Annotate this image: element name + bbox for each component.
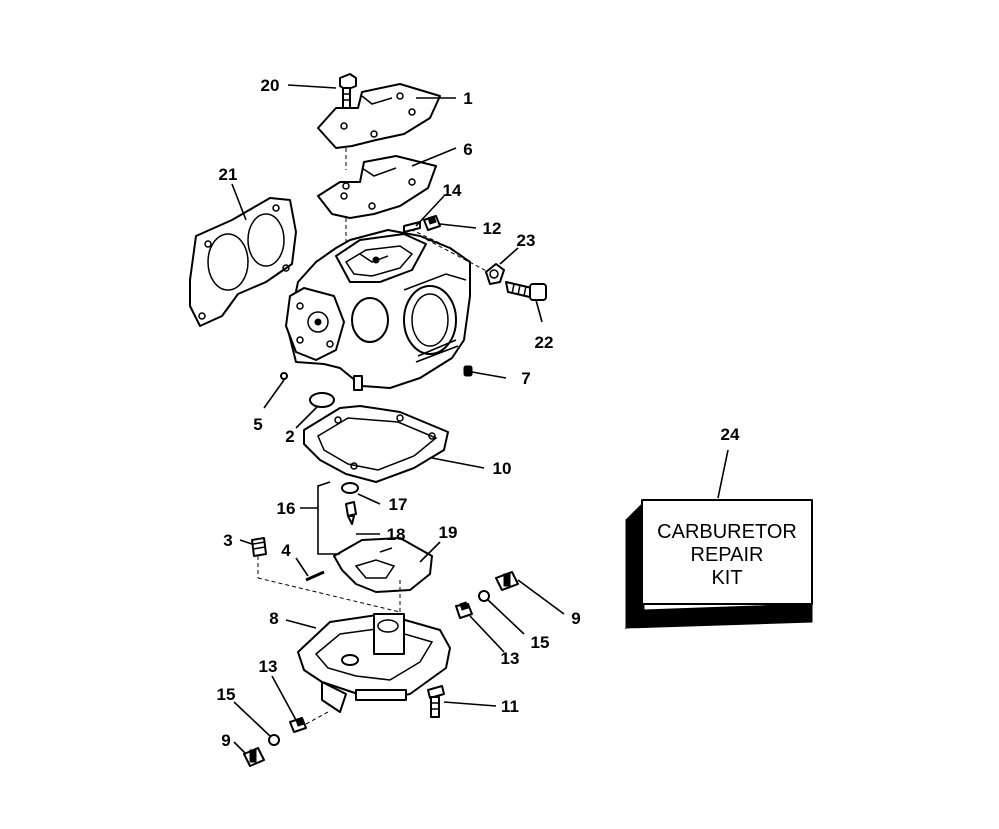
part-2-disc — [309, 392, 335, 408]
part-12-jet — [423, 215, 441, 231]
part-21-flange-gasket — [189, 197, 297, 327]
callout-16: 16 — [277, 499, 296, 518]
callout-17: 17 — [389, 495, 408, 514]
callout-11: 11 — [501, 697, 519, 716]
callout-20: 20 — [261, 76, 280, 95]
part-15-washer-left — [268, 734, 280, 746]
callout-9-right: 9 — [571, 609, 580, 628]
callout-13-right: 13 — [501, 649, 520, 668]
kit-label-line2: REPAIR — [691, 544, 764, 566]
callout-7: 7 — [521, 369, 530, 388]
carburetor-body — [285, 229, 497, 391]
callout-15-left: 15 — [217, 685, 236, 704]
callout-14: 14 — [443, 181, 462, 200]
callout-1: 1 — [463, 89, 472, 108]
part-19-float — [333, 537, 433, 593]
part-15-washer-right — [478, 590, 490, 602]
callout-24: 24 — [721, 425, 740, 444]
part-11-bolt — [427, 685, 445, 718]
callout-8: 8 — [269, 609, 278, 628]
callout-4: 4 — [281, 541, 291, 560]
callout-3: 3 — [223, 531, 232, 550]
callout-10: 10 — [493, 459, 512, 478]
part-4-pin — [305, 570, 325, 582]
part-1-cover-plate — [317, 83, 441, 170]
part-5-ball — [280, 372, 288, 380]
leader-lines — [231, 84, 729, 755]
part-14-pin — [403, 221, 421, 233]
callout-15-right: 15 — [531, 633, 550, 652]
part-18-needle — [345, 501, 357, 525]
callout-13-left: 13 — [259, 657, 278, 676]
part-7-plug — [463, 365, 473, 377]
part-10-bowl-gasket — [303, 405, 449, 483]
callout-23: 23 — [517, 231, 536, 250]
part-13-jet-left — [289, 711, 329, 733]
callout-5: 5 — [253, 415, 262, 434]
part-9-plug-right — [495, 571, 519, 591]
part-8-float-bowl — [297, 580, 451, 713]
part-6-gasket — [317, 155, 437, 250]
callout-21: 21 — [219, 165, 238, 184]
callout-labels: 20 1 6 21 14 12 23 22 7 5 2 10 24 16 17 … — [217, 76, 740, 750]
callout-9-left: 9 — [221, 731, 230, 750]
part-23-clip — [485, 263, 505, 285]
callout-18: 18 — [387, 525, 406, 544]
callout-6: 6 — [463, 140, 472, 159]
part-3-screw — [251, 537, 401, 613]
part-9-plug-left — [243, 747, 265, 767]
callout-19: 19 — [439, 523, 458, 542]
part-20-screw — [339, 73, 357, 118]
callout-12: 12 — [483, 219, 502, 238]
kit-label-line1: CARBURETOR — [657, 521, 797, 543]
part-17-o-ring — [341, 482, 359, 494]
callout-22: 22 — [535, 333, 554, 352]
callout-2: 2 — [285, 427, 294, 446]
part-22-screw — [505, 281, 547, 301]
part-24-repair-kit-box: CARBURETOR REPAIR KIT — [624, 499, 813, 630]
kit-label-line3: KIT — [711, 567, 742, 589]
part-13-jet-right — [455, 601, 473, 619]
